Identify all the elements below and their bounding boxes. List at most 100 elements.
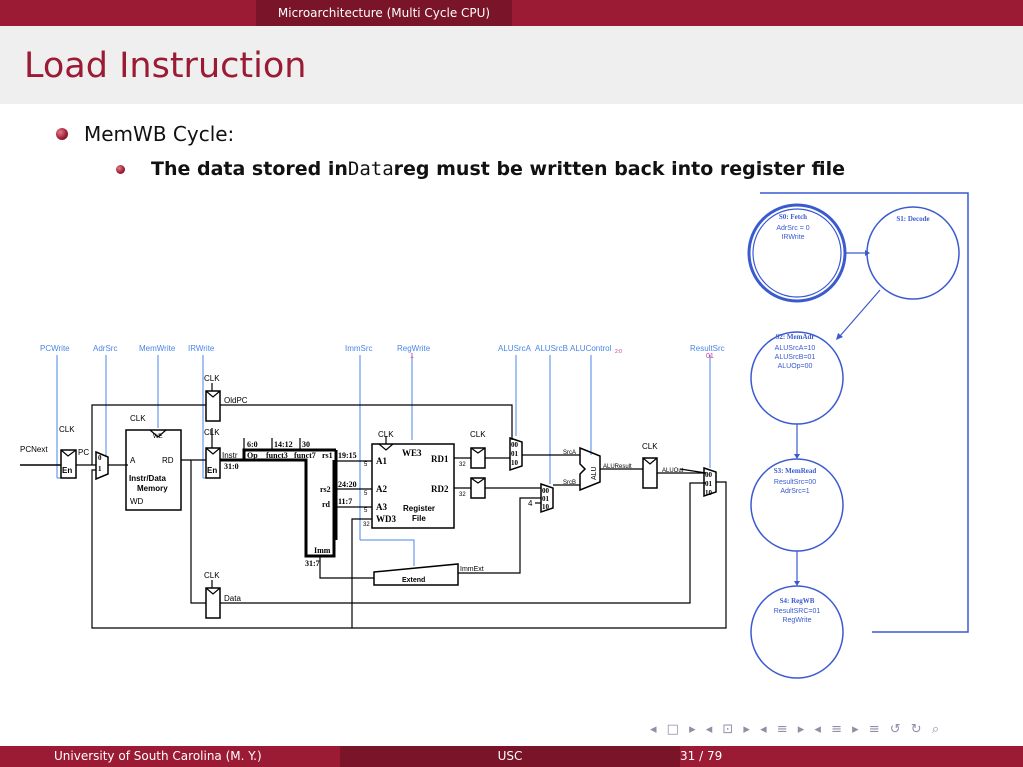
clk-label: CLK [378, 430, 394, 439]
mux-in-00: 00 [511, 441, 519, 449]
rf-rd1: RD1 [431, 454, 449, 464]
section-title[interactable]: Microarchitecture (Multi Cycle CPU) [256, 0, 512, 26]
field-rs2: rs2 [320, 485, 331, 494]
extend-unit [373, 563, 459, 586]
sig-immext: ImmExt [460, 566, 484, 573]
bullet-level1: MemWB Cycle: [56, 122, 234, 146]
bullet-ball-icon [56, 128, 68, 140]
bullet-ball-icon [116, 164, 125, 174]
mem-a: A [130, 456, 136, 465]
field-30: 30 [302, 440, 310, 449]
regwrite-value: 1 [410, 353, 414, 360]
register-file [371, 443, 455, 529]
field-rs1: rs1 [322, 451, 333, 460]
sig-pc: PC [78, 448, 89, 457]
field-imm: Imm [314, 546, 331, 555]
footer-institution: University of South Carolina (M. Y.) [54, 749, 262, 763]
mux-in-01: 01 [705, 480, 713, 488]
clk-label: CLK [130, 414, 146, 423]
beamer-navigation[interactable]: ◂ □ ▸ ◂ ⊡ ▸ ◂ ≡ ▸ ◂ ≡ ▸ ≡ ↺ ↻ ⌕ [650, 722, 943, 737]
bus-width: 5 [364, 491, 368, 497]
ctrl-memwrite: MemWrite [139, 344, 176, 353]
mem-name2: Memory [137, 484, 168, 493]
fsm-s0-line: IRWrite [781, 234, 804, 241]
footer-bar: University of South Carolina (M. Y.) USC… [0, 746, 1023, 767]
instr-data-memory [125, 429, 182, 511]
bullet-text: MemWB Cycle: [84, 122, 235, 146]
ctrl-irwrite: IRWrite [188, 344, 215, 353]
rf-wd3: WD3 [376, 514, 396, 524]
ctrl-pcwrite: PCWrite [40, 344, 70, 353]
datapath-and-fsm-diagram: PCWrite AdrSrc MemWrite IRWrite ImmSrc R… [20, 192, 969, 679]
fsm-s2-name: S2: MemAdr [775, 333, 814, 341]
bus-width: 32 [459, 492, 466, 498]
pc-register [60, 449, 77, 479]
sig-aluout: ALUOut [662, 468, 684, 474]
instr-register [205, 447, 221, 479]
mem-we: WE [153, 434, 163, 440]
mux-in-00: 00 [705, 471, 713, 479]
rf-we3: WE3 [402, 448, 422, 458]
clk-label: CLK [204, 571, 220, 580]
mux-in-01: 01 [542, 495, 550, 503]
mux-in-1: 1 [98, 465, 102, 473]
fsm-loop-line [760, 192, 969, 633]
ctrl-resultsrc: ResultSrc [690, 344, 725, 353]
sig-srcb: SrcB [563, 480, 576, 486]
clk-label: CLK [470, 430, 486, 439]
alusrca-mux [509, 436, 523, 472]
sig-data: Data [224, 594, 241, 603]
ctrl-alucontrol: ALUControl [570, 344, 612, 353]
alucontrol-subscript: 2:0 [615, 349, 622, 355]
field-11-7: 11:7 [338, 497, 352, 506]
rf-name2: File [412, 514, 426, 523]
fsm-state-s0-inner [752, 208, 842, 298]
top-bar: Microarchitecture (Multi Cycle CPU) [0, 0, 1023, 26]
sig-oldpc: OldPC [224, 396, 248, 405]
fsm-s3-name: S3: MemRead [774, 467, 817, 475]
fsm-s2-line: ALUSrcB=01 [775, 354, 816, 361]
fsm-arrow [839, 289, 881, 337]
bus-width: 32 [363, 522, 370, 528]
ctrl-adrsrc: AdrSrc [93, 344, 117, 353]
mem-rd: RD [162, 456, 174, 465]
ctrl-alusrca: ALUSrcA [498, 344, 532, 353]
sig-en: En [207, 466, 217, 475]
rf-a2: A2 [376, 484, 387, 494]
sig-aluresult: ALUResult [603, 464, 632, 470]
sig-instr: Instr [222, 451, 238, 460]
bullet-text-pre: The data stored in [151, 158, 348, 180]
clk-label: CLK [204, 428, 220, 437]
resultsrc-value: 01 [706, 353, 714, 360]
mux-in-10: 10 [705, 489, 713, 497]
mem-wd: WD [130, 497, 144, 506]
footer-short: USC [340, 746, 680, 767]
field-funct7: funct7 [294, 451, 316, 460]
mux-in-0: 0 [98, 454, 102, 462]
mux-in-01: 01 [511, 450, 519, 458]
rf-rd2: RD2 [431, 484, 449, 494]
alu-label: ALU [591, 466, 598, 480]
bullet-text-post: reg must be written back into register f… [393, 158, 846, 180]
field-6-0: 6:0 [247, 440, 258, 449]
bus-width: 5 [364, 508, 368, 514]
fsm-s1-name: S1: Decode [896, 215, 929, 223]
clk-label: CLK [204, 374, 220, 383]
sig-srca: SrcA [563, 450, 576, 456]
data-register [205, 587, 221, 619]
mem-name1: Instr/Data [129, 474, 166, 483]
bus-width: 32 [459, 462, 466, 468]
fsm-s2-line: ALUSrcA=10 [775, 345, 816, 352]
bullet-level2: The data stored in Data reg must be writ… [116, 158, 845, 180]
field-19-15: 19:15 [338, 451, 357, 460]
fsm-s3-line: AdrSrc=1 [780, 488, 809, 495]
sig-pcnext: PCNext [20, 445, 48, 454]
bus-width: 5 [364, 462, 368, 468]
field-24-20: 24:20 [338, 480, 357, 489]
fsm-s0-name: S0: Fetch [779, 213, 807, 221]
aluout-register [642, 457, 658, 489]
rf-a1: A1 [376, 456, 387, 466]
bullet-code: Data [347, 158, 394, 180]
mux-in-00: 00 [542, 487, 550, 495]
oldpc-register [205, 390, 221, 422]
